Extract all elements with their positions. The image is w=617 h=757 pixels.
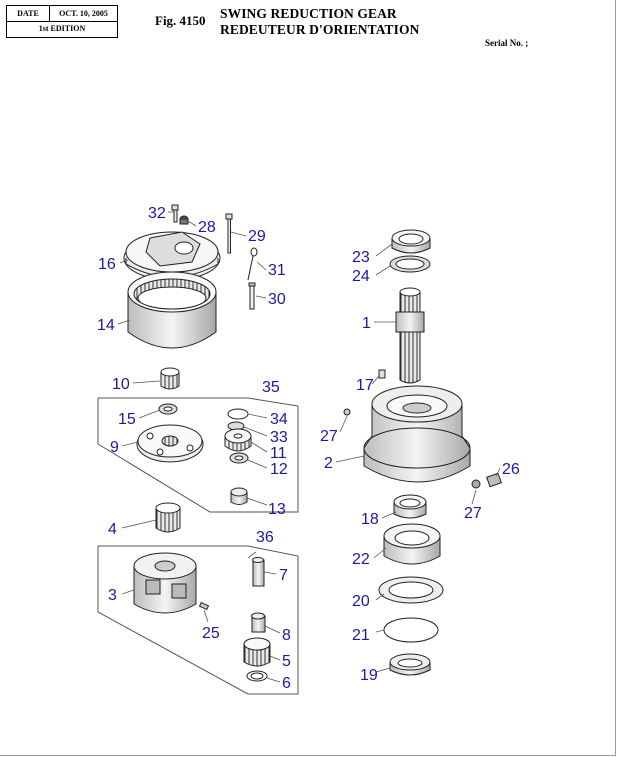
group-36-outline	[97, 545, 299, 695]
part-34-ring	[227, 408, 249, 420]
part-5-planet-gear	[243, 637, 271, 667]
part-20-plate	[378, 576, 444, 604]
part-12-thrust-washer	[229, 452, 249, 464]
part-22-bearing	[383, 523, 441, 565]
figure-number: Fig. 4150	[155, 13, 206, 28]
callout-22: 22	[352, 551, 370, 568]
callout-numbers: 32 28 29 16 31 30 14 23 24 1 10 35 17 15…	[97, 205, 520, 692]
callout-26: 26	[502, 461, 520, 478]
part-1-pinion-shaft	[395, 287, 425, 384]
callout-11: 11	[270, 445, 287, 462]
part-19-seal	[389, 653, 431, 676]
part-25-spring-pin	[198, 601, 210, 611]
callout-3: 3	[108, 587, 117, 604]
part-10-sun-gear	[160, 367, 180, 390]
callout-21: 21	[352, 627, 370, 644]
part-14-ring-gear	[127, 271, 217, 349]
callout-25: 25	[202, 625, 220, 642]
part-9-carrier	[136, 424, 204, 463]
callout-27-right: 27	[464, 505, 482, 522]
callout-30: 30	[268, 291, 286, 308]
part-16-cover	[123, 231, 221, 281]
part-24-oil-seal	[389, 255, 431, 273]
callout-28: 28	[198, 219, 216, 236]
callout-9: 9	[110, 439, 119, 456]
edition-label: 1st EDITION	[38, 24, 86, 33]
part-21-o-ring	[383, 617, 439, 643]
title-english: SWING REDUCTION GEAR	[220, 6, 397, 21]
part-27-plug-left	[343, 408, 351, 416]
date-row: DATE OCT. 10, 2005	[7, 6, 117, 22]
callout-5: 5	[282, 653, 291, 670]
part-31-level-gauge	[247, 247, 258, 281]
part-4-sun-gear	[155, 502, 181, 533]
callout-13: 13	[268, 501, 286, 518]
callout-23: 23	[352, 249, 370, 266]
callout-31: 31	[268, 262, 286, 279]
callout-15: 15	[118, 411, 136, 428]
callout-17: 17	[356, 377, 374, 394]
callout-6: 6	[282, 675, 291, 692]
part-30-pipe	[248, 282, 256, 310]
part-8-bushing	[251, 612, 266, 633]
serial-number-label: Serial No. ;	[485, 38, 529, 48]
callout-35: 35	[262, 379, 280, 396]
part-32-bolt	[171, 204, 179, 223]
callout-4: 4	[108, 521, 117, 538]
date-edition-box: DATE OCT. 10, 2005 1st EDITION	[6, 5, 118, 38]
part-17-plug	[378, 369, 386, 379]
callout-14: 14	[97, 317, 115, 334]
leader-lines	[117, 211, 501, 683]
part-11-planet-gear	[224, 428, 252, 452]
callout-36: 36	[256, 529, 274, 546]
part-6-washer	[246, 670, 268, 682]
callout-27-left: 27	[320, 428, 338, 445]
parts-drawing	[97, 204, 502, 695]
callout-34: 34	[270, 411, 288, 428]
callout-16: 16	[98, 256, 116, 273]
part-13-pin	[230, 487, 248, 505]
part-27-plug-right	[471, 479, 481, 489]
callout-2: 2	[324, 455, 333, 472]
callout-24: 24	[352, 268, 370, 285]
part-28-plug	[179, 215, 189, 225]
callout-10: 10	[112, 376, 130, 393]
callout-32: 32	[148, 205, 166, 222]
callout-7: 7	[279, 567, 288, 584]
callout-33: 33	[270, 429, 288, 446]
part-15-washer	[158, 403, 178, 415]
part-23-bearing	[391, 229, 431, 254]
date-value: OCT. 10, 2005	[59, 9, 108, 18]
part-7-pin	[252, 557, 265, 587]
part-26-fitting	[486, 472, 502, 488]
part-2-housing	[363, 385, 471, 483]
callout-8: 8	[282, 627, 291, 644]
callout-12: 12	[270, 461, 288, 478]
callout-20: 20	[352, 593, 370, 610]
part-29-long-bolt	[225, 213, 233, 254]
group-35-outline	[97, 397, 299, 513]
callout-18: 18	[361, 511, 379, 528]
part-3-planet-carrier	[133, 552, 197, 614]
part-18-bearing	[393, 494, 427, 519]
callout-29: 29	[248, 228, 266, 245]
title-french: REDEUTEUR D'ORIENTATION	[220, 22, 420, 37]
date-label: DATE	[7, 6, 50, 22]
callout-1: 1	[362, 315, 371, 332]
callout-19: 19	[360, 667, 378, 684]
